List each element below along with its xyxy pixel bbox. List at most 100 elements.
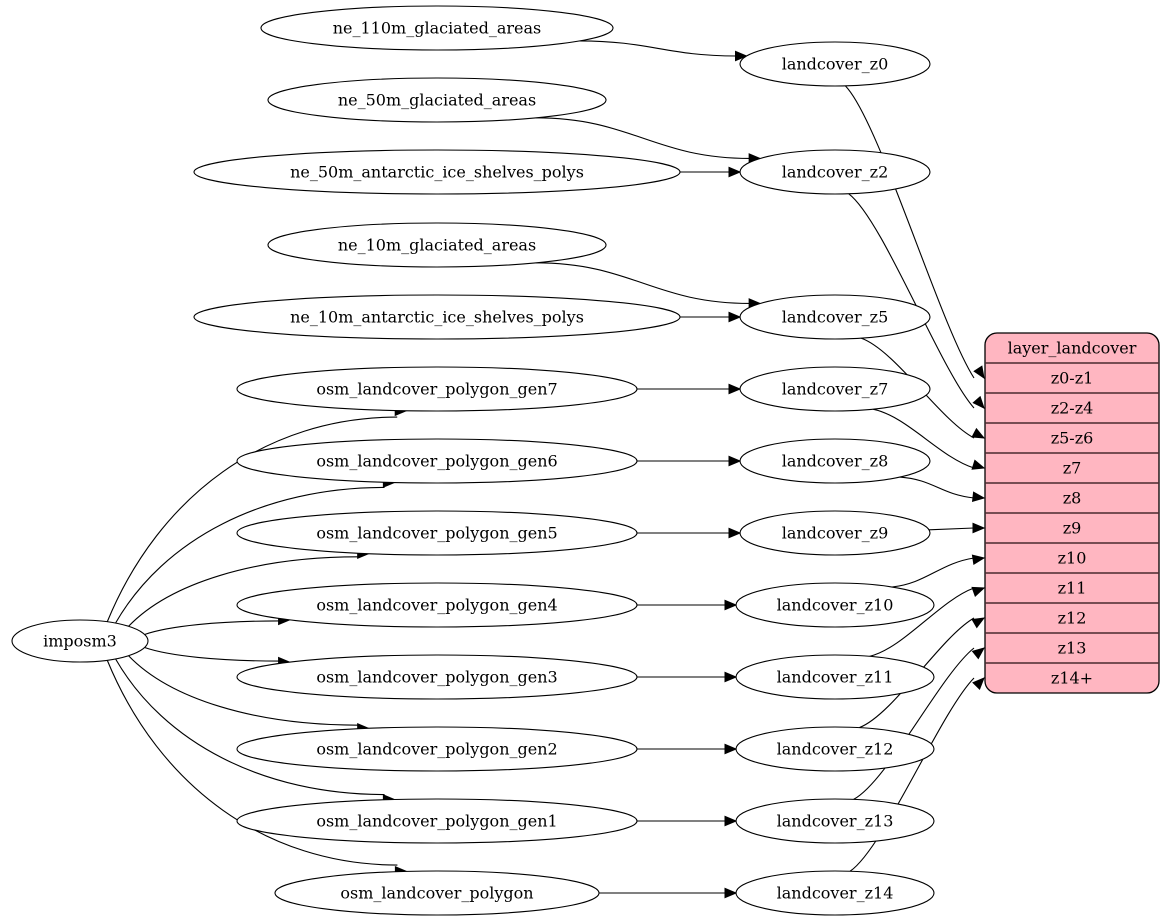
input-node-osm_landcover_polygon_gen4[interactable]: osm_landcover_polygon_gen4	[236, 582, 638, 628]
edge-line	[106, 660, 398, 866]
layer-node-landcover_z8[interactable]: landcover_z8	[739, 438, 931, 484]
node-label: landcover_z7	[782, 380, 889, 399]
table-row-label[interactable]: z2-z4	[1051, 399, 1094, 418]
arrow-head	[724, 599, 738, 611]
node-label: osm_landcover_polygon_gen1	[316, 812, 557, 831]
node-label: ne_110m_glaciated_areas	[333, 19, 542, 38]
input-node-osm_landcover_polygon[interactable]: osm_landcover_polygon	[274, 870, 600, 916]
table-row-label[interactable]: z5-z6	[1051, 429, 1094, 448]
node-shape	[735, 726, 935, 772]
edge-line	[853, 647, 975, 800]
arrow-head	[971, 586, 986, 597]
edge-line	[872, 408, 975, 469]
node-shape	[735, 870, 935, 916]
node-shape	[739, 366, 931, 412]
node-shape	[739, 438, 931, 484]
arrow-head	[728, 166, 742, 178]
input-node-ne_110m_glaciated_areas[interactable]: ne_110m_glaciated_areas	[260, 5, 614, 51]
node-shape	[735, 798, 935, 844]
arrow-head	[971, 617, 986, 629]
input-node-osm_landcover_polygon_gen2[interactable]: osm_landcover_polygon_gen2	[236, 726, 638, 772]
arrow-head	[728, 383, 742, 395]
table-row-label[interactable]: z7	[1063, 459, 1082, 478]
table-row-label[interactable]: z10	[1058, 549, 1087, 568]
node-shape	[236, 510, 638, 556]
node-shape	[236, 438, 638, 484]
arrow-head	[972, 522, 986, 534]
layer-node-landcover_z13[interactable]: landcover_z13	[735, 798, 935, 844]
input-node-ne_50m_glaciated_areas[interactable]: ne_50m_glaciated_areas	[267, 77, 607, 123]
table-row-label[interactable]: z8	[1063, 489, 1082, 508]
table-row-label[interactable]: z9	[1063, 519, 1082, 538]
edge-line	[144, 646, 279, 662]
layer-node-landcover_z12[interactable]: landcover_z12	[735, 726, 935, 772]
edge-line	[928, 527, 975, 531]
node-shape	[260, 5, 614, 51]
edge-line	[844, 85, 975, 379]
layer-node-landcover_z7[interactable]: landcover_z7	[739, 366, 931, 412]
edge-line	[535, 117, 751, 160]
source-node-imposm3[interactable]: imposm3	[11, 619, 149, 663]
node-label: osm_landcover_polygon_gen2	[316, 740, 557, 759]
layer-node-landcover_z0[interactable]: landcover_z0	[739, 41, 931, 87]
node-shape	[236, 654, 638, 700]
input-node-osm_landcover_polygon_gen5[interactable]: osm_landcover_polygon_gen5	[236, 510, 638, 556]
node-shape	[11, 619, 149, 663]
arrow-head	[724, 887, 738, 899]
arrow-head	[728, 527, 742, 539]
edge-line	[144, 620, 279, 636]
edge-line	[848, 193, 975, 409]
edge-line	[115, 658, 385, 796]
node-label: landcover_z2	[782, 163, 889, 182]
layer-node-landcover_z5[interactable]: landcover_z5	[739, 294, 931, 340]
node-shape	[274, 870, 600, 916]
node-label: landcover_z13	[777, 812, 894, 831]
arrow-head	[728, 311, 742, 323]
node-label: osm_landcover_polygon_gen3	[316, 668, 557, 687]
edge-line	[535, 262, 751, 305]
edge-line	[115, 486, 385, 624]
table-row-label[interactable]: z13	[1058, 639, 1087, 658]
table-row-label[interactable]: z0-z1	[1051, 369, 1094, 388]
input-node-osm_landcover_polygon_gen1[interactable]: osm_landcover_polygon_gen1	[236, 798, 638, 844]
edges-layer	[106, 40, 986, 899]
node-shape	[193, 294, 681, 340]
node-label: ne_50m_glaciated_areas	[338, 91, 536, 110]
node-label: imposm3	[43, 632, 117, 651]
node-label: ne_50m_antarctic_ice_shelves_polys	[290, 163, 584, 182]
input-node-ne_10m_glaciated_areas[interactable]: ne_10m_glaciated_areas	[267, 222, 607, 268]
edge-line	[891, 557, 975, 588]
input-node-ne_10m_antarctic_ice_shelves_polys[interactable]: ne_10m_antarctic_ice_shelves_polys	[193, 294, 681, 340]
layer-node-landcover_z2[interactable]: landcover_z2	[739, 149, 931, 195]
input-node-ne_50m_antarctic_ice_shelves_polys[interactable]: ne_50m_antarctic_ice_shelves_polys	[193, 149, 681, 195]
arrow-head	[724, 671, 738, 683]
input-node-osm_landcover_polygon_gen6[interactable]: osm_landcover_polygon_gen6	[236, 438, 638, 484]
node-shape	[236, 582, 638, 628]
arrow-head	[972, 395, 985, 409]
node-label: osm_landcover_polygon_gen4	[316, 596, 557, 615]
input-node-osm_landcover_polygon_gen7[interactable]: osm_landcover_polygon_gen7	[236, 366, 638, 412]
node-shape	[193, 149, 681, 195]
node-shape	[739, 510, 931, 556]
edge-line	[899, 476, 975, 499]
layer-node-landcover_z14[interactable]: landcover_z14	[735, 870, 935, 916]
table-row-label[interactable]: z11	[1058, 579, 1087, 598]
node-label: ne_10m_antarctic_ice_shelves_polys	[290, 308, 584, 327]
layer-node-landcover_z10[interactable]: landcover_z10	[735, 582, 935, 628]
input-node-osm_landcover_polygon_gen3[interactable]: osm_landcover_polygon_gen3	[236, 654, 638, 700]
node-shape	[735, 582, 935, 628]
node-shape	[267, 77, 607, 123]
node-shape	[236, 726, 638, 772]
arrow-head	[971, 554, 986, 566]
table-row-label[interactable]: z12	[1058, 609, 1087, 628]
table-row-label[interactable]: z14+	[1051, 669, 1093, 688]
arrow-head	[724, 815, 738, 827]
arrow-head	[971, 491, 986, 503]
arrow-head	[973, 365, 985, 380]
node-label: osm_landcover_polygon_gen5	[316, 524, 557, 543]
layer-node-landcover_z11[interactable]: landcover_z11	[735, 654, 935, 700]
arrow-head	[971, 647, 986, 660]
node-label: osm_landcover_polygon_gen6	[316, 452, 557, 471]
arrow-head	[735, 50, 748, 62]
layer-node-landcover_z9[interactable]: landcover_z9	[739, 510, 931, 556]
